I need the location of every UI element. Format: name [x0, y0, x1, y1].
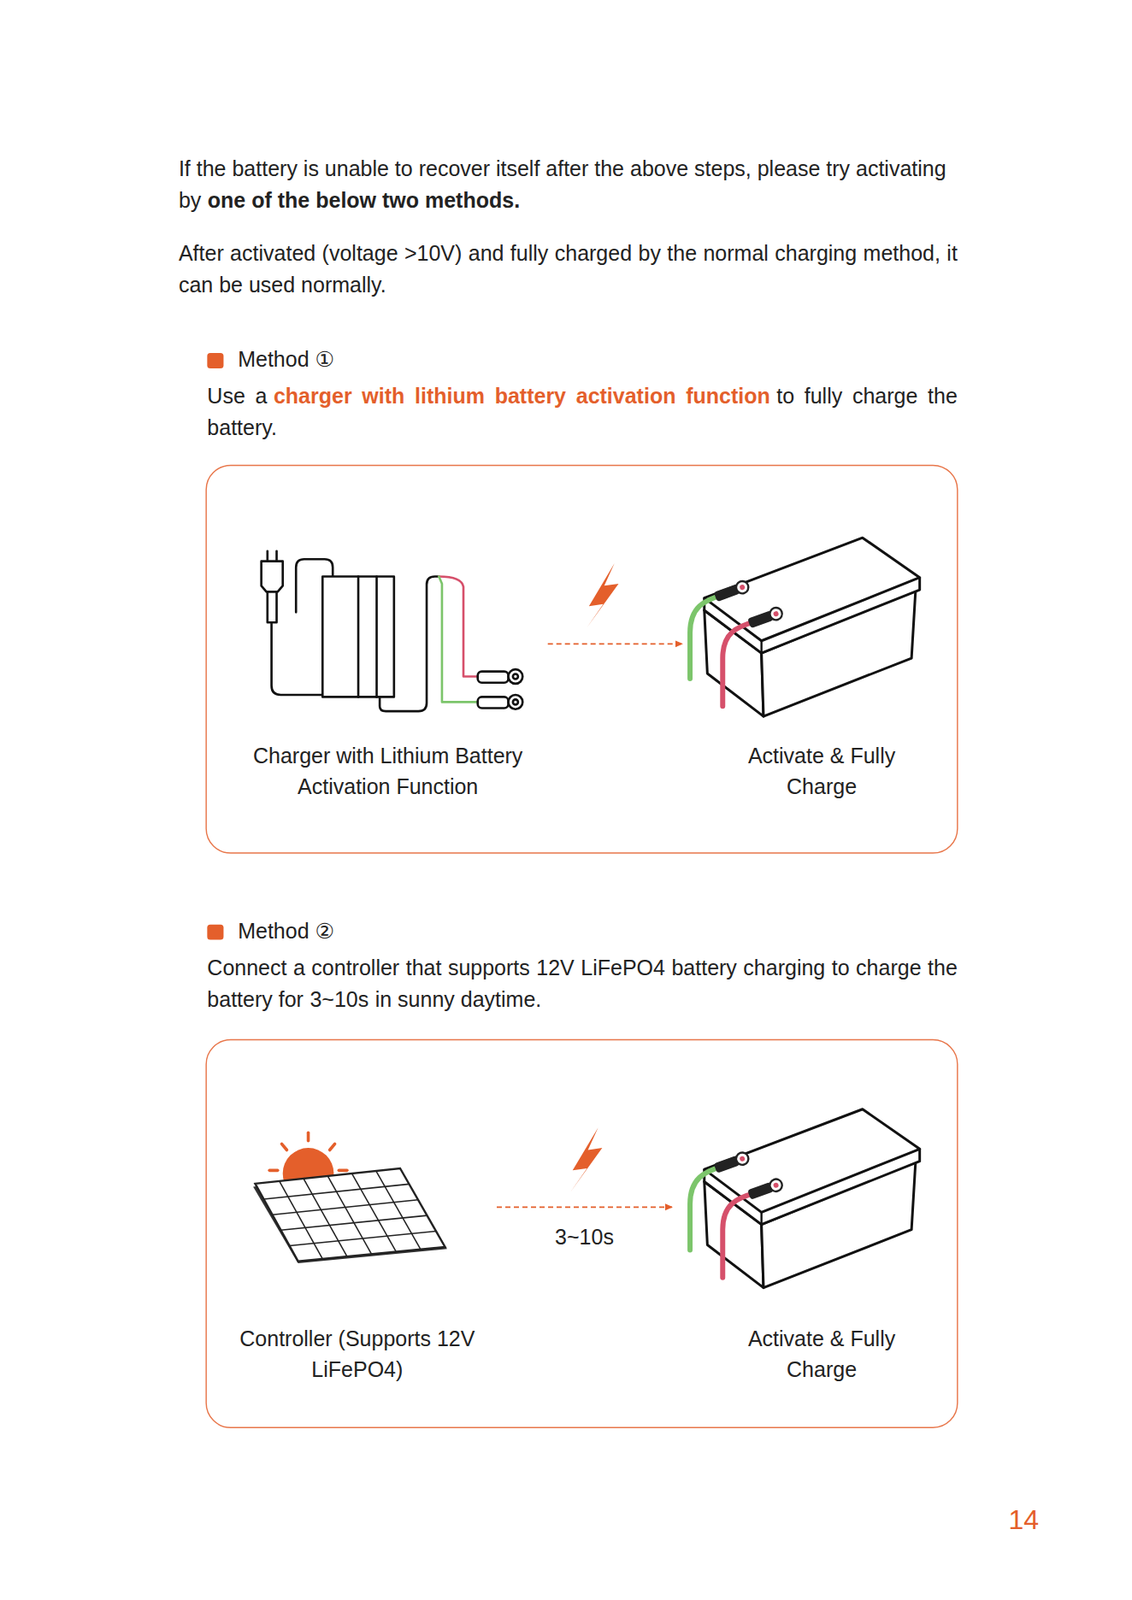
body-text: Use a — [206, 383, 267, 408]
node-caption: Charger with Lithium Battery Activation … — [234, 740, 543, 802]
lightning-icon — [570, 1127, 602, 1192]
panel-grid-line — [289, 1232, 437, 1247]
battery-drawing — [689, 1109, 920, 1289]
body-text: Method ① — [237, 347, 335, 372]
node-caption: Controller (Supports 12V LiFePO4) — [224, 1323, 490, 1386]
panel-grid-line — [263, 1184, 409, 1200]
body-text: After activated (voltage >10V) and fully… — [178, 241, 958, 297]
bullet-square — [206, 925, 224, 941]
intro-text: If the battery is unable to recover itse… — [178, 153, 960, 217]
panel-grid-line — [281, 1215, 428, 1231]
panel-grid-line — [327, 1176, 372, 1255]
body-text: one of the below two methods. — [207, 188, 520, 213]
battery-node: Activate & Fully Charge — [673, 1102, 970, 1391]
method-text: Connect a controller that supports 12V L… — [206, 952, 957, 1016]
dashed-arrow — [548, 643, 683, 646]
method-heading: Method ② — [237, 915, 335, 948]
method-text: Use a​charger with lithium battery activ… — [206, 380, 957, 444]
bullet-square — [206, 353, 224, 369]
solar-panel — [253, 1168, 448, 1264]
method-heading: Method ① — [237, 343, 335, 376]
method-panel — [206, 1040, 958, 1429]
node-caption: Activate & Fully Charge — [740, 740, 903, 802]
body-text: charger with lithium battery activation … — [273, 383, 771, 408]
panel-grid-line — [272, 1200, 419, 1215]
panel-grid-line — [279, 1181, 324, 1260]
lightning-icon — [586, 563, 619, 628]
body-text: Method ② — [237, 919, 335, 944]
panel-grid-line — [303, 1179, 348, 1257]
controller-node: Controller (Supports 12V LiFePO4) — [219, 1122, 496, 1391]
panel-grid-line — [376, 1171, 421, 1250]
body-text: 3~10s — [309, 987, 369, 1012]
node-caption: Activate & Fully Charge — [740, 1323, 903, 1386]
edge-label: 3~10s — [551, 1224, 618, 1250]
body-text: in sunny daytime. — [375, 987, 543, 1012]
note-text: After activated (voltage >10V) and fully… — [178, 237, 958, 301]
method-panel — [206, 465, 958, 854]
charger-node: Charger with Lithium Battery Activation … — [229, 546, 547, 808]
battery-node: Activate & Fully Charge — [683, 530, 960, 808]
charger-drawing — [261, 551, 524, 712]
panel-grid-line — [351, 1173, 396, 1253]
dashed-arrow — [496, 1207, 673, 1209]
page-number: 14 — [1008, 1504, 1040, 1536]
page-number-block: 14 — [1008, 1504, 1040, 1539]
battery-drawing — [689, 537, 920, 717]
